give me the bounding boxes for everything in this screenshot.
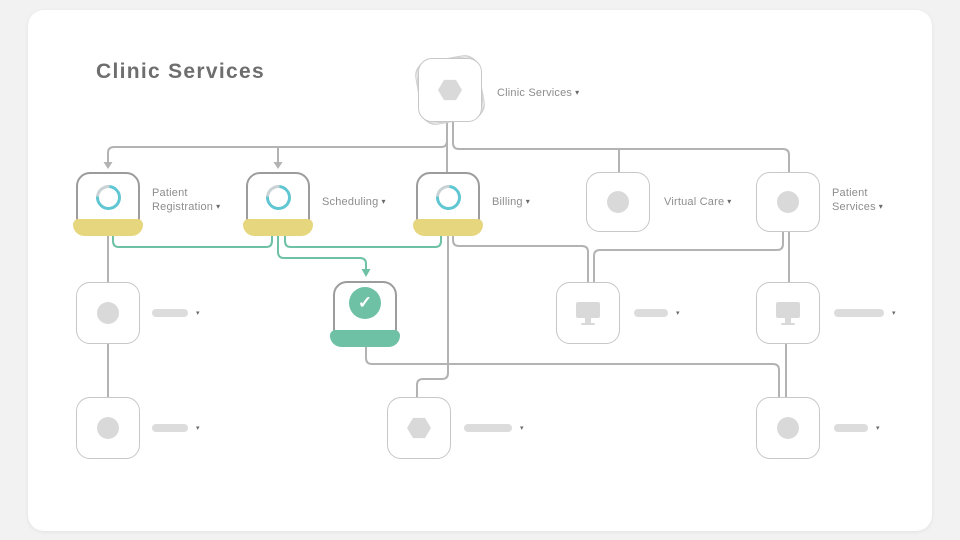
chevron-down-icon: ▾ bbox=[575, 88, 580, 97]
connector-completed-to-row4-right bbox=[365, 342, 780, 398]
node-monitor-1[interactable] bbox=[556, 282, 620, 344]
root-label-text: Clinic Services bbox=[497, 87, 573, 99]
node-patient-services[interactable] bbox=[756, 172, 820, 232]
status-tray-yellow bbox=[73, 219, 143, 236]
connector-scheduling-to-completed bbox=[277, 231, 367, 271]
node-box bbox=[756, 282, 820, 344]
chevron-down-icon: ▾ bbox=[878, 202, 883, 212]
node-box bbox=[586, 172, 650, 232]
placeholder-dropdown-row4-right[interactable]: ▾ bbox=[834, 424, 880, 432]
node-patient-registration[interactable] bbox=[73, 172, 143, 236]
node-box bbox=[76, 282, 140, 344]
node-placeholder-row3-left[interactable] bbox=[76, 282, 140, 344]
circle-icon bbox=[607, 191, 629, 213]
circle-icon bbox=[97, 417, 119, 439]
status-tray-green bbox=[330, 330, 400, 347]
circle-icon bbox=[777, 417, 799, 439]
node-box bbox=[418, 58, 482, 122]
circle-icon bbox=[97, 302, 119, 324]
node-box bbox=[76, 397, 140, 459]
skeleton-label-bar bbox=[634, 309, 668, 317]
placeholder-dropdown-monitor-2[interactable]: ▾ bbox=[834, 309, 896, 317]
connector-patientreg-scheduling bbox=[112, 231, 273, 248]
chevron-down-icon: ▾ bbox=[196, 425, 200, 432]
skeleton-label-bar bbox=[152, 424, 188, 432]
chevron-down-icon: ▾ bbox=[892, 310, 896, 317]
label-text: Billing bbox=[492, 196, 523, 208]
hexagon-icon bbox=[407, 417, 431, 439]
connector-root-left-bus bbox=[107, 140, 448, 164]
node-box bbox=[756, 397, 820, 459]
circle-icon bbox=[777, 191, 799, 213]
node-billing[interactable] bbox=[413, 172, 483, 236]
node-completed[interactable]: ✓ bbox=[330, 281, 400, 347]
node-placeholder-row4-center[interactable] bbox=[387, 397, 451, 459]
chevron-down-icon: ▾ bbox=[727, 197, 732, 206]
label-text: Scheduling bbox=[322, 196, 379, 208]
arrowhead-scheduling bbox=[273, 162, 283, 169]
scheduling-dropdown-label[interactable]: Scheduling▾ bbox=[322, 195, 386, 209]
node-box bbox=[756, 172, 820, 232]
monitor-icon bbox=[776, 302, 800, 325]
label-text: Virtual Care bbox=[664, 196, 725, 208]
node-clinic-services-root[interactable] bbox=[412, 52, 488, 128]
chevron-down-icon: ▾ bbox=[876, 425, 880, 432]
node-box bbox=[387, 397, 451, 459]
node-placeholder-row4-right[interactable] bbox=[756, 397, 820, 459]
arrowhead-completed bbox=[361, 269, 371, 277]
node-monitor-2[interactable] bbox=[756, 282, 820, 344]
patient-registration-dropdown-label[interactable]: Patient Registration▾ bbox=[152, 186, 234, 215]
node-placeholder-row4-left[interactable] bbox=[76, 397, 140, 459]
skeleton-label-bar bbox=[834, 424, 868, 432]
placeholder-dropdown-row3-left[interactable]: ▾ bbox=[152, 309, 200, 317]
label-text: Patient Services bbox=[832, 187, 876, 214]
chevron-down-icon: ▾ bbox=[381, 197, 386, 206]
skeleton-label-bar bbox=[464, 424, 512, 432]
connector-billing-to-row4-center bbox=[416, 231, 449, 398]
progress-spinner-icon bbox=[260, 179, 296, 215]
patient-services-dropdown-label[interactable]: Patient Services▾ bbox=[832, 186, 894, 215]
page-title: Clinic Services bbox=[96, 60, 265, 83]
virtual-care-dropdown-label[interactable]: Virtual Care▾ bbox=[664, 195, 732, 209]
progress-spinner-icon bbox=[90, 179, 126, 215]
status-tray-yellow bbox=[243, 219, 313, 236]
connector-patient-services-to-monitor1 bbox=[593, 231, 784, 283]
root-dropdown-label[interactable]: Clinic Services▾ bbox=[497, 86, 579, 100]
chevron-down-icon: ▾ bbox=[525, 197, 530, 206]
chevron-down-icon: ▾ bbox=[196, 310, 200, 317]
node-virtual-care[interactable] bbox=[586, 172, 650, 232]
chevron-down-icon: ▾ bbox=[676, 310, 680, 317]
placeholder-dropdown-monitor-1[interactable]: ▾ bbox=[634, 309, 680, 317]
monitor-icon bbox=[576, 302, 600, 325]
arrowhead-patient-registration bbox=[103, 162, 113, 169]
check-circle-icon: ✓ bbox=[349, 287, 381, 319]
hexagon-icon bbox=[438, 79, 462, 101]
status-tray-yellow bbox=[413, 219, 483, 236]
progress-spinner-icon bbox=[430, 179, 466, 215]
connector-billing-to-monitor1 bbox=[452, 231, 589, 283]
billing-dropdown-label[interactable]: Billing▾ bbox=[492, 195, 530, 209]
skeleton-label-bar bbox=[834, 309, 884, 317]
connector-root-right-bus bbox=[452, 121, 790, 173]
connector-scheduling-billing bbox=[284, 231, 442, 248]
chevron-down-icon: ▾ bbox=[520, 425, 524, 432]
node-scheduling[interactable] bbox=[243, 172, 313, 236]
node-box bbox=[556, 282, 620, 344]
skeleton-label-bar bbox=[152, 309, 188, 317]
label-text: Patient Registration bbox=[152, 187, 214, 214]
placeholder-dropdown-row4-left[interactable]: ▾ bbox=[152, 424, 200, 432]
placeholder-dropdown-row4-center[interactable]: ▾ bbox=[464, 424, 524, 432]
chevron-down-icon: ▾ bbox=[216, 202, 221, 212]
